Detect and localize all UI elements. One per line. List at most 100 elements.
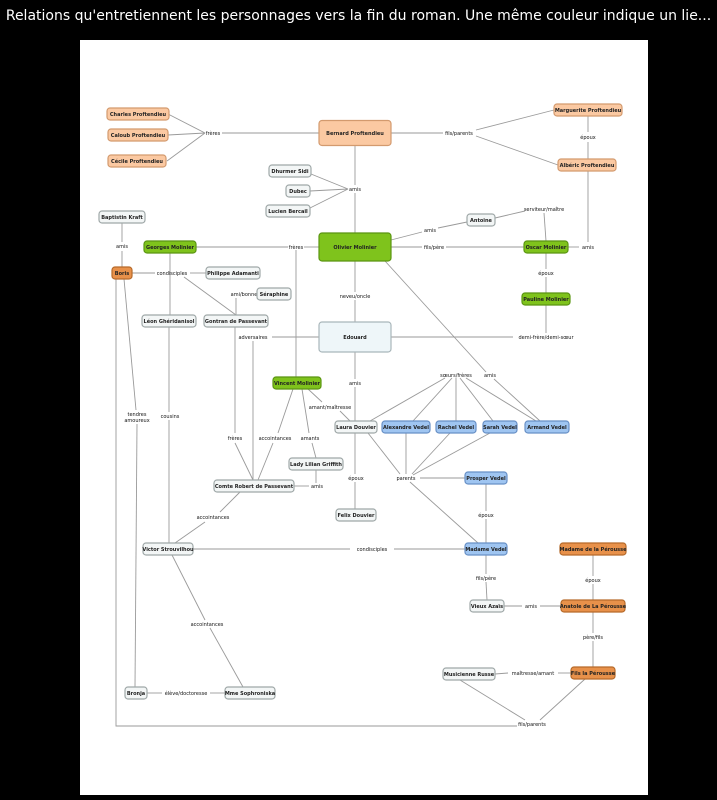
relation-line	[174, 521, 206, 544]
node-alexandre-vedel[interactable]: Alexandre Vedel	[381, 420, 431, 434]
node-vieux-azais[interactable]: Vieux Azaïs	[469, 599, 505, 613]
relation-line	[209, 627, 244, 688]
node-box	[203, 314, 269, 328]
relation-line	[459, 377, 494, 422]
node-label: Léon Ghéridanisol	[144, 318, 195, 325]
node-alberic-proftendieu[interactable]: Albéric Proftendieu	[557, 158, 617, 172]
relation-line	[311, 442, 317, 459]
node-olivier-molinier[interactable]: Olivier Molinier	[318, 232, 392, 262]
node-leon-gheridanisol[interactable]: Léon Ghéridanisol	[141, 314, 197, 328]
relation-label: époux	[348, 475, 363, 482]
node-label: Rachel Vedel	[438, 425, 475, 431]
node-cecile-proftendieu[interactable]: Cécile Proftendieu	[107, 154, 167, 168]
node-edouard[interactable]: Edouard	[318, 321, 392, 353]
node-label: Lucien Bercail	[268, 209, 308, 215]
relation-line	[494, 210, 526, 219]
relation-line	[257, 442, 274, 481]
node-label: Vincent Molinier	[274, 381, 321, 387]
node-box	[381, 420, 431, 434]
relation-label: amis	[484, 373, 496, 379]
node-prosper-vedel[interactable]: Prosper Vedel	[464, 471, 508, 485]
relation-line	[412, 432, 491, 476]
node-seraphine[interactable]: Séraphine	[256, 287, 292, 301]
node-anatole-de-la-perousse[interactable]: Anatole de La Pérousse	[560, 599, 627, 613]
node-charles-proftendieu[interactable]: Charles Proftendieu	[106, 107, 170, 121]
relation-line	[219, 491, 241, 513]
node-comte-robert-de-passevant[interactable]: Comte Robert de Passevant	[213, 479, 295, 493]
relation-label: ami/bonne	[231, 292, 258, 298]
relation-label: amis	[525, 604, 537, 610]
node-label: Comte Robert de Passevant	[215, 484, 294, 490]
relation-label: accointances	[197, 515, 230, 521]
node-box	[469, 599, 505, 613]
relation-line	[485, 581, 488, 601]
relation-label: époux	[538, 270, 553, 277]
relation-label: fils/père	[476, 575, 496, 582]
node-dubec[interactable]: Dubec	[285, 184, 311, 198]
node-armand-vedel[interactable]: Armand Vedel	[524, 420, 570, 434]
node-bronja[interactable]: Bronja	[124, 686, 148, 700]
node-box	[107, 154, 167, 168]
node-box	[482, 420, 518, 434]
node-bernard-proftendieu[interactable]: Bernard Proftendieu	[318, 119, 392, 147]
relation-line	[475, 109, 555, 131]
node-lady-lilian-griffith[interactable]: Lady Lilian Griffith	[288, 457, 344, 471]
node-victor-strouvilhou[interactable]: Victor Strouvilhou	[142, 542, 194, 556]
relation-line	[309, 188, 349, 192]
node-box	[111, 266, 133, 280]
node-musicienne-russe[interactable]: Musicienne Russe	[442, 667, 496, 681]
node-laura-douvier[interactable]: Laura Douvier	[334, 420, 378, 434]
relation-label: fils/parents	[445, 131, 473, 137]
node-box	[318, 119, 392, 147]
relation-line	[493, 378, 541, 422]
node-madame-vedel[interactable]: Madame Vedel	[464, 542, 508, 556]
relation-line	[539, 678, 586, 721]
relation-label: maîtresse/amant	[512, 670, 554, 677]
node-lucien-bercail[interactable]: Lucien Bercail	[265, 204, 311, 218]
node-madame-de-la-perousse[interactable]: Madame de la Pérousse	[559, 542, 627, 556]
relation-label: adversaires	[238, 335, 267, 341]
node-box	[559, 542, 627, 556]
node-rachel-vedel[interactable]: Rachel Vedel	[435, 420, 477, 434]
relation-line	[459, 679, 526, 721]
relation-line	[369, 377, 446, 422]
node-georges-molinier[interactable]: Georges Molinier	[143, 240, 197, 254]
relation-label: père/fils	[583, 634, 603, 641]
node-gontran-de-passevant[interactable]: Gontran de Passevant	[203, 314, 269, 328]
relation-line	[409, 481, 479, 544]
node-dhurmer-sidi[interactable]: Dhurmer Sidi	[268, 164, 312, 178]
node-box	[318, 321, 392, 353]
node-box	[106, 107, 170, 121]
node-boris[interactable]: Boris	[111, 266, 133, 280]
node-philippe-adamanti[interactable]: Philippe Adamanti	[205, 266, 261, 280]
node-box	[464, 471, 508, 485]
node-vincent-molinier[interactable]: Vincent Molinier	[272, 376, 322, 390]
node-label: Fils la Pérousse	[571, 670, 616, 677]
node-mme-sophroniska[interactable]: Mme Sophroniska	[224, 686, 276, 700]
node-box	[560, 599, 626, 613]
relation-label: frères	[206, 130, 221, 137]
node-marguerite-proftendieu[interactable]: Marguerite Proftendieu	[553, 103, 623, 117]
relation-line	[367, 432, 401, 475]
node-felix-douvier[interactable]: Felix Douvier	[335, 508, 377, 522]
node-fils-la-perousse[interactable]: Fils la Pérousse	[570, 666, 616, 680]
node-box	[143, 240, 197, 254]
node-label: Prosper Vedel	[466, 476, 506, 482]
node-box	[141, 314, 197, 328]
node-label: Georges Molinier	[146, 245, 195, 251]
relation-line	[166, 132, 206, 162]
node-sarah-vedel[interactable]: Sarah Vedel	[482, 420, 518, 434]
relation-line	[339, 410, 351, 422]
node-label: Pauline Molinier	[523, 297, 569, 303]
relation-line	[310, 173, 349, 190]
node-box	[466, 213, 496, 227]
relation-line	[475, 135, 559, 166]
node-label: Oscar Molinier	[526, 245, 567, 251]
node-pauline-molinier[interactable]: Pauline Molinier	[521, 292, 571, 306]
node-caloub-proftendieu[interactable]: Caloub Proftendieu	[107, 128, 169, 142]
node-baptistin-kraft[interactable]: Baptistin Kraft	[98, 210, 146, 224]
node-oscar-molinier[interactable]: Oscar Molinier	[523, 240, 569, 254]
node-antoine[interactable]: Antoine	[466, 213, 496, 227]
relation-label: époux	[580, 134, 595, 141]
node-box	[524, 420, 570, 434]
